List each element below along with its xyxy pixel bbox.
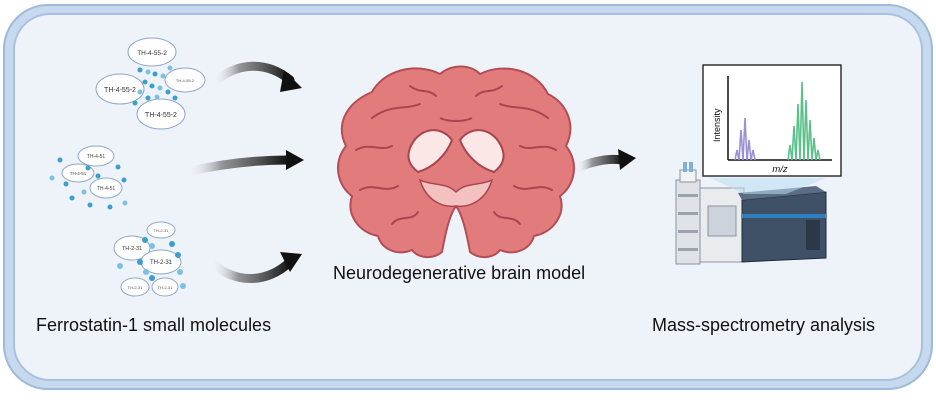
spectrum-peaks-purple bbox=[734, 117, 756, 161]
molecule-cluster-bottom bbox=[113, 221, 186, 297]
molecule-label-bottom-1: TH-2-31 bbox=[154, 228, 169, 233]
molecule-label-bottom-4: TH-2-31 bbox=[128, 285, 143, 290]
molecule-label-top-3: TH-4-55-2 bbox=[176, 78, 195, 83]
brain-icon bbox=[337, 65, 575, 258]
mass-spectrometer-icon bbox=[675, 162, 827, 265]
molecule-cluster-top bbox=[95, 37, 206, 130]
molecule-label-top-2: TH-4-55-2 bbox=[104, 87, 136, 94]
molecule-label-top-1: TH-4-55-2 bbox=[137, 50, 167, 57]
molecule-label-bottom-5: TH-2-31 bbox=[158, 285, 173, 290]
molecule-label-middle-1: TH-4-51 bbox=[87, 154, 106, 160]
beam-shape bbox=[710, 178, 826, 194]
arrow-right-icon bbox=[571, 149, 636, 173]
label-ferrostatin: Ferrostatin-1 small molecules bbox=[36, 315, 272, 335]
molecule-label-bottom-3: TH-2-31 bbox=[150, 260, 173, 266]
arrow-middle-icon bbox=[181, 150, 304, 177]
spectrum-peaks-green bbox=[787, 81, 821, 161]
molecule-label-middle-2: TH-4-51 bbox=[70, 171, 87, 176]
molecule-label-bottom-2: TH-2-31 bbox=[122, 246, 142, 252]
molecule-cluster-middle bbox=[49, 145, 128, 210]
spectrum-panel bbox=[702, 64, 842, 177]
arrow-bottom-icon bbox=[205, 252, 302, 283]
spectrum-x-label: m/z bbox=[772, 164, 788, 175]
label-mass-spec: Mass-spectrometry analysis bbox=[652, 315, 876, 335]
label-brain-model: Neurodegenerative brain model bbox=[333, 263, 586, 283]
molecule-label-middle-3: TH-4-51 bbox=[97, 186, 116, 192]
arrow-top-icon bbox=[207, 61, 302, 92]
spectrum-y-label: Intensity bbox=[712, 108, 722, 142]
molecule-label-top-4: TH-4-55-2 bbox=[145, 112, 177, 119]
